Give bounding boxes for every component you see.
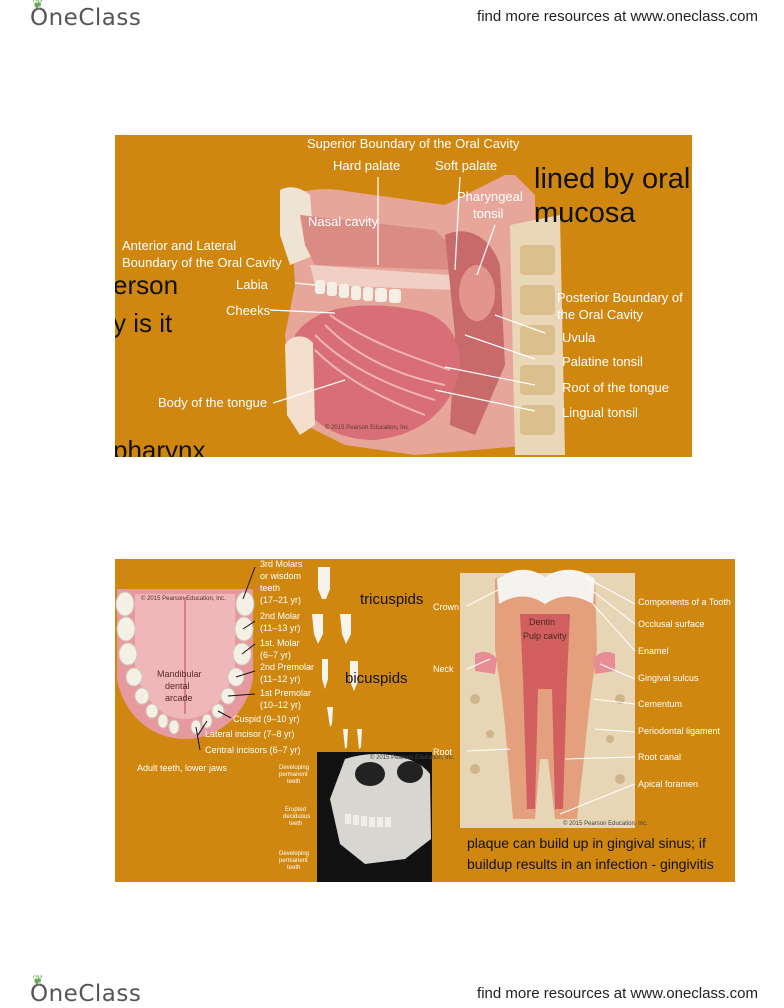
skull-label-erupted-3: teeth [289, 821, 303, 827]
label-root-tongue: Root of the tongue [562, 380, 669, 395]
label-central-incisors: Central incisors (6–7 yr) [205, 745, 301, 755]
copyright-jaw: © 2015 Pearson Education, Inc. [141, 596, 226, 602]
label-gingival-sulcus: Gingival sulcus [638, 673, 699, 683]
skull-label-dev-top-2: permanent [279, 772, 308, 778]
label-cuspid: Cuspid (9–10 yr) [233, 714, 300, 724]
label-1st-premolar: 1st Premolar [260, 688, 312, 698]
label-hard-palate: Hard palate [333, 158, 401, 173]
label-age-1st-premolar: (10–12 yr) [260, 700, 302, 710]
label-apical-foramen: Apical foramen [638, 779, 699, 789]
oral-cavity-illustration [269, 175, 565, 455]
oral-cavity-slide: Superior Boundary of the Oral Cavity Har… [115, 135, 692, 457]
label-soft-palate: Soft palate [435, 158, 498, 173]
copyright-slide1: © 2015 Pearson Education, Inc. [325, 425, 410, 431]
label-1st-molar: 1st. Molar [260, 638, 300, 648]
label-pulp-cavity: Pulp cavity [523, 631, 567, 641]
overlay-partial-is-it: y is it [115, 308, 173, 338]
label-lingual-tonsil: Lingual tonsil [562, 405, 638, 420]
skull-label-erupted-1: Erupted [285, 807, 307, 813]
label-tonsil: tonsil [473, 206, 504, 221]
label-2nd-premolar: 2nd Premolar [260, 662, 315, 672]
label-palatine-tonsil: Palatine tonsil [562, 354, 643, 369]
label-age-2nd-molar: (11–13 yr) [260, 623, 301, 633]
label-crown: Crown [433, 602, 460, 612]
label-labia: Labia [236, 277, 268, 292]
label-lateral-incisor: Lateral incisor (7–8 yr) [205, 729, 295, 739]
overlay-mucosa: mucosa [534, 197, 636, 229]
overlay-tricuspids: tricuspids [360, 591, 424, 608]
skull-label-dev-top-3: teeth [287, 779, 301, 785]
label-age-1st-molar: (6–7 yr) [260, 650, 292, 660]
teeth-illustration [115, 566, 636, 882]
label-anterior-1: Anterior and Lateral [122, 238, 237, 253]
label-superior-boundary: Superior Boundary of the Oral Cavity [307, 136, 520, 151]
label-enamel: Enamel [638, 646, 669, 656]
label-cementum: Cementum [638, 699, 683, 709]
label-periodontal: Periodontal ligament [638, 726, 721, 736]
label-age-3rd-molars: (17–21 yr) [260, 595, 302, 605]
logo-text: OneClass [30, 981, 142, 1007]
label-posterior-2: the Oral Cavity [557, 307, 643, 322]
label-components: Components of a Tooth [638, 597, 731, 607]
skull-label-dev-top-1: Developing [279, 765, 310, 771]
label-arcade-1: Mandibular [157, 669, 202, 679]
label-uvula: Uvula [562, 330, 596, 345]
resources-link-footer[interactable]: find more resources at www.oneclass.com [477, 985, 758, 1002]
skull-label-dev-bot-1: Developing [279, 851, 310, 857]
overlay-partial-erson: erson [115, 270, 179, 300]
label-arcade-3: arcade [165, 693, 193, 703]
label-root: Root [433, 747, 453, 757]
resources-link[interactable]: find more resources at www.oneclass.com [477, 8, 758, 25]
label-body-tongue: Body of the tongue [158, 395, 268, 410]
label-age-2nd-premolar: (11–12 yr) [260, 674, 301, 684]
label-occlusal: Occlusal surface [638, 619, 705, 629]
teeth-slide: 3rd Molars or wisdom teeth (17–21 yr) 2n… [115, 559, 735, 882]
label-anterior-2: Boundary of the Oral Cavity [122, 255, 282, 270]
label-2nd-molar: 2nd Molar [260, 611, 301, 621]
overlay-partial-pharynx: pharynx [115, 435, 206, 457]
label-neck: Neck [433, 664, 454, 674]
oneclass-logo[interactable]: ❦ OneClass [30, 0, 142, 31]
copyright-skull: © 2015 Pearson Education, Inc. [370, 755, 455, 761]
skull-label-erupted-2: deciduous [283, 814, 311, 820]
overlay-plaque-1: plaque can build up in gingival sinus; i… [467, 835, 706, 851]
oneclass-logo-footer[interactable]: ❦ OneClass [30, 973, 142, 1007]
leaf-icon: ❦ [32, 973, 45, 989]
label-3rd-molars: 3rd Molars [260, 559, 303, 569]
skull-label-dev-bot-2: permanent [279, 858, 308, 864]
skull-label-dev-bot-3: teeth [287, 865, 301, 871]
label-dentin: Dentin [529, 617, 556, 627]
label-pharyngeal: Pharyngeal [457, 189, 523, 204]
leaf-icon: ❦ [32, 0, 45, 13]
overlay-bicuspids: bicuspids [345, 670, 408, 687]
logo-text: OneClass [30, 5, 142, 31]
label-root-canal: Root canal [638, 752, 682, 762]
label-cheeks: Cheeks [226, 303, 271, 318]
label-nasal-cavity: Nasal cavity [308, 214, 379, 229]
label-teeth: teeth [260, 583, 281, 593]
copyright-tooth: © 2015 Pearson Education, Inc. [563, 821, 648, 827]
overlay-lined: lined by oral [534, 163, 691, 195]
label-arcade-2: dental [165, 681, 190, 691]
caption-adult-teeth: Adult teeth, lower jaws [137, 763, 228, 773]
label-posterior-1: Posterior Boundary of [557, 290, 683, 305]
label-or-wisdom: or wisdom [260, 571, 302, 581]
overlay-plaque-2: buildup results in an infection - gingiv… [467, 856, 714, 872]
